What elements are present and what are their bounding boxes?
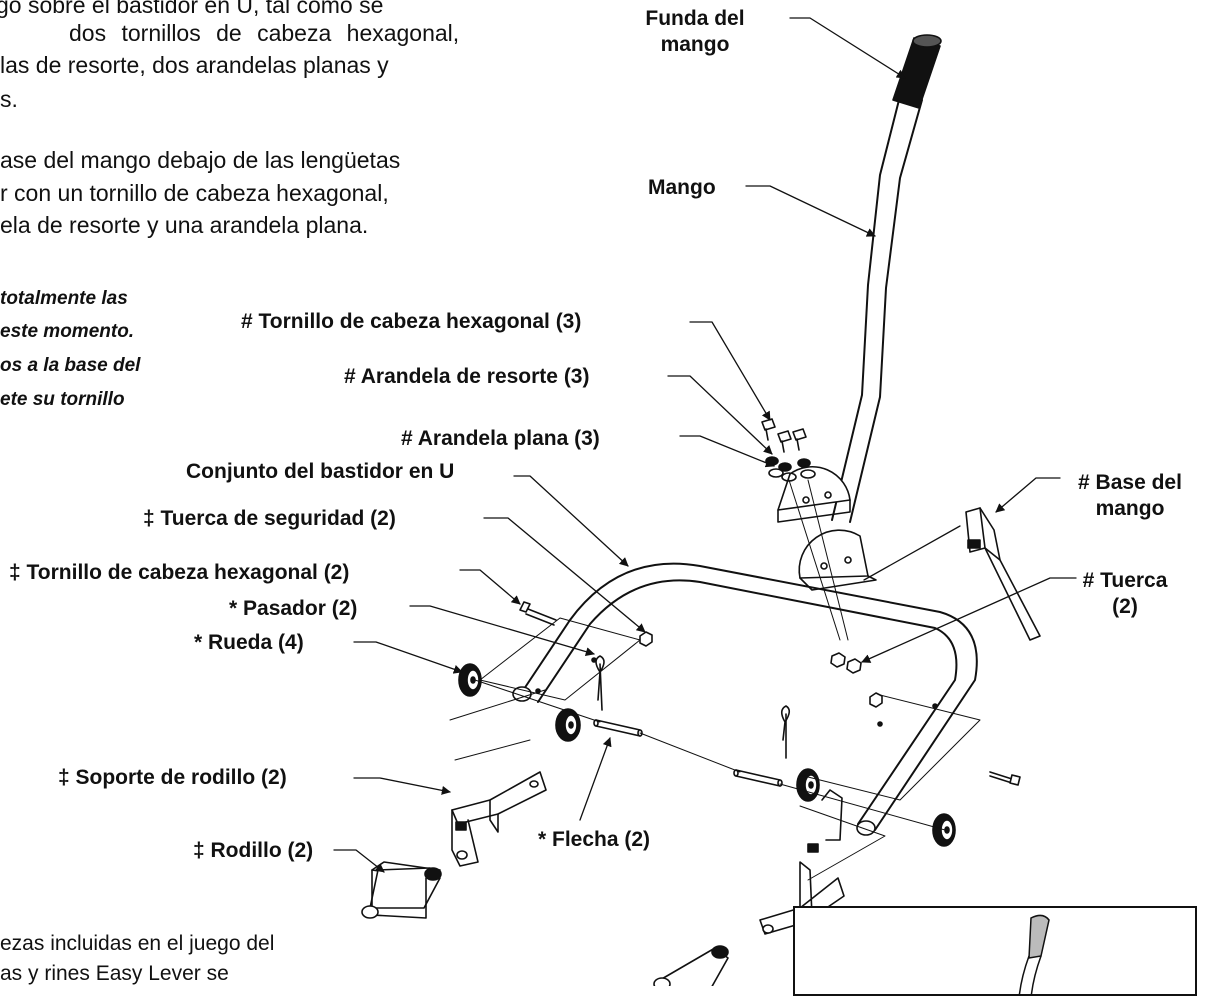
instruction-line: las de resorte, dos arandelas planas y (0, 52, 389, 78)
label-funda-line1: Funda del (645, 7, 745, 30)
axle-left (593, 719, 643, 737)
hitch-pin-left (595, 655, 605, 711)
note-line: totalmente las (0, 288, 128, 309)
instruction-line: go sobre el bastidor en U, tal como se (0, 0, 384, 18)
wheel (555, 708, 581, 742)
inset-handle-sketch (1018, 914, 1050, 994)
label-tornillo-hexagonal-3: # Tornillo de cabeza hexagonal (3) (241, 310, 582, 333)
label-arandela-plana: # Arandela plana (3) (401, 427, 600, 450)
handle-base (965, 507, 1041, 641)
instruction-line: dos tornillos de cabeza hexagonal, (69, 20, 460, 46)
right-hex-bolt (989, 771, 1021, 786)
label-base-line1: # Base del (1078, 471, 1182, 494)
instruction-line: s. (0, 86, 18, 112)
wheel-axis-line (474, 679, 946, 831)
footer-note-line: ezas incluidas en el juego del (0, 932, 275, 955)
inset-detail-box (793, 906, 1197, 996)
note-line: ete su tornillo (0, 389, 125, 410)
right-lock-nut (869, 692, 883, 708)
footer-note-line: as y rines Easy Lever se (0, 962, 229, 985)
label-bastidor-en-u: Conjunto del bastidor en U (186, 460, 455, 483)
handle-nuts (830, 652, 862, 674)
flat-washers (768, 468, 816, 482)
leader-lines (333, 17, 1077, 873)
axle-right (733, 769, 783, 787)
instruction-line: ela de resorte y una arandela plana. (0, 212, 369, 238)
label-arandela-resorte: # Arandela de resorte (3) (344, 365, 590, 388)
instruction-line: ase del mango debajo de las lengüetas (0, 147, 401, 173)
label-pasador: * Pasador (2) (229, 597, 358, 620)
label-funda-line2: mango (660, 33, 730, 56)
label-tornillo-hexagonal-2: ‡ Tornillo de cabeza hexagonal (2) (9, 561, 350, 584)
label-tuerca-line1: # Tuerca (1082, 569, 1168, 592)
roller-bracket-right (759, 789, 845, 935)
left-hex-bolt (519, 601, 557, 626)
left-lock-nut (639, 631, 653, 647)
note-line: este momento. (0, 321, 135, 342)
u-frame (512, 562, 978, 836)
label-rodillo: ‡ Rodillo (2) (193, 839, 314, 862)
hex-bolts-3 (761, 418, 807, 453)
wheel (458, 663, 482, 697)
hitch-pin-right (780, 705, 791, 759)
note-line: os a la base del (0, 355, 141, 376)
roller-right (653, 945, 729, 986)
label-mango: Mango (648, 176, 716, 199)
handle-grip (892, 34, 942, 109)
lower-bracket (798, 529, 877, 591)
assembly-guides (449, 617, 981, 881)
roller-bracket-left (451, 771, 547, 867)
label-tuerca-seguridad: ‡ Tuerca de seguridad (2) (143, 507, 396, 530)
label-tuerca: # Tuerca (2) (1070, 568, 1180, 620)
handle-tube (831, 95, 923, 523)
wheel (796, 768, 820, 802)
label-base-line2: mango (1095, 497, 1165, 520)
roller-left (361, 861, 442, 919)
instruction-line: r con un tornillo de cabeza hexagonal, (0, 180, 389, 206)
label-rueda: * Rueda (4) (194, 631, 304, 654)
label-tuerca-line2: (2) (1112, 595, 1138, 618)
bolt-axis-lines (788, 479, 849, 641)
label-flecha: * Flecha (2) (538, 828, 651, 851)
label-soporte-rodillo: ‡ Soporte de rodillo (2) (58, 766, 287, 789)
label-base-del-mango: # Base del mango (1063, 470, 1197, 522)
label-funda-del-mango: Funda del mango (640, 6, 750, 58)
